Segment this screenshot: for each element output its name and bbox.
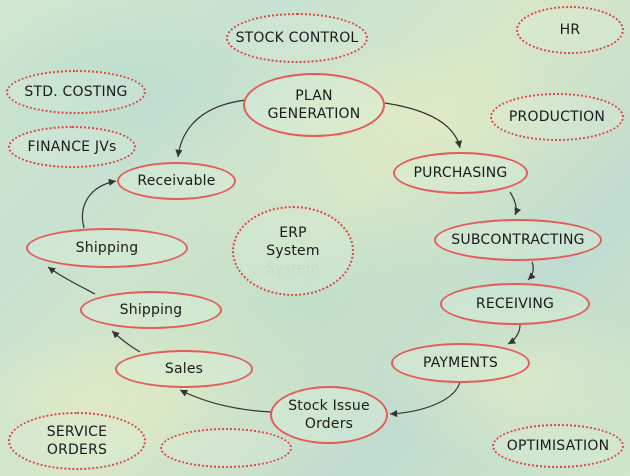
module-finance-jvs-label: FINANCE JVs xyxy=(27,139,117,155)
process-shipping-upper: Shipping xyxy=(26,228,188,268)
arrow-plan-to-purchasing xyxy=(384,102,462,149)
process-plan-generation: PLAN GENERATION xyxy=(243,73,385,137)
erp-line-2: System xyxy=(266,243,320,259)
erp-line-3: System xyxy=(266,261,320,277)
arrow-shipping-upper-to-receivable xyxy=(82,178,117,229)
stock-issue-line-2: Orders xyxy=(304,416,354,432)
service-orders-line-2: ORDERS xyxy=(46,442,108,458)
module-stock-control: STOCK CONTROL xyxy=(226,13,368,63)
payments-label: PAYMENTS xyxy=(422,355,499,371)
module-optimisation-label: OPTIMISATION xyxy=(506,438,610,454)
arrow-receiving-to-payments xyxy=(507,324,521,345)
receivable-label: Receivable xyxy=(137,173,216,189)
arrow-shipping-lower-to-shipping-upper xyxy=(47,266,96,295)
module-blank xyxy=(160,428,292,468)
module-hr: HR xyxy=(516,6,624,54)
process-stock-issue-orders: Stock Issue Orders xyxy=(270,386,388,444)
module-hr-label: HR xyxy=(559,22,581,38)
receiving-label: RECEIVING xyxy=(475,296,555,312)
arrow-sales-to-shipping-lower xyxy=(111,330,141,353)
module-std-costing-label: STD. COSTING xyxy=(24,84,128,100)
module-stock-control-label: STOCK CONTROL xyxy=(235,30,359,46)
process-subcontracting: SUBCONTRACTING xyxy=(434,219,602,261)
module-finance-jvs: FINANCE JVs xyxy=(8,126,136,168)
arrow-stock-issue-to-sales xyxy=(179,389,273,413)
purchasing-label: PURCHASING xyxy=(413,165,508,181)
module-std-costing: STD. COSTING xyxy=(6,70,146,114)
process-shipping-lower: Shipping xyxy=(80,291,222,329)
subcontracting-label: SUBCONTRACTING xyxy=(451,232,585,248)
stock-issue-line-1: Stock Issue xyxy=(288,398,370,414)
arrow-plan-to-receivable xyxy=(175,99,247,158)
arrow-subcontracting-to-receiving xyxy=(527,261,536,281)
sales-label: Sales xyxy=(164,361,204,377)
module-production: PRODUCTION xyxy=(490,93,624,141)
service-orders-line-1: SERVICE xyxy=(46,424,108,440)
module-production-label: PRODUCTION xyxy=(508,109,606,125)
shipping-lower-label: Shipping xyxy=(119,302,183,318)
module-optimisation: OPTIMISATION xyxy=(492,424,624,468)
module-service-orders: SERVICE ORDERS xyxy=(8,412,146,470)
erp-line-1: ERP xyxy=(279,225,307,241)
arrow-payments-to-stock-issue xyxy=(389,381,461,418)
process-purchasing: PURCHASING xyxy=(393,152,528,194)
arrow-purchasing-to-subcontracting xyxy=(509,191,522,216)
process-receivable: Receivable xyxy=(117,162,236,200)
plan-line-1: PLAN xyxy=(295,88,333,104)
process-sales: Sales xyxy=(115,350,253,388)
module-erp-system: ERP System System xyxy=(232,206,354,296)
shipping-upper-label: Shipping xyxy=(75,240,139,256)
plan-line-2: GENERATION xyxy=(267,106,361,122)
process-payments: PAYMENTS xyxy=(391,343,530,383)
process-receiving: RECEIVING xyxy=(440,283,590,325)
